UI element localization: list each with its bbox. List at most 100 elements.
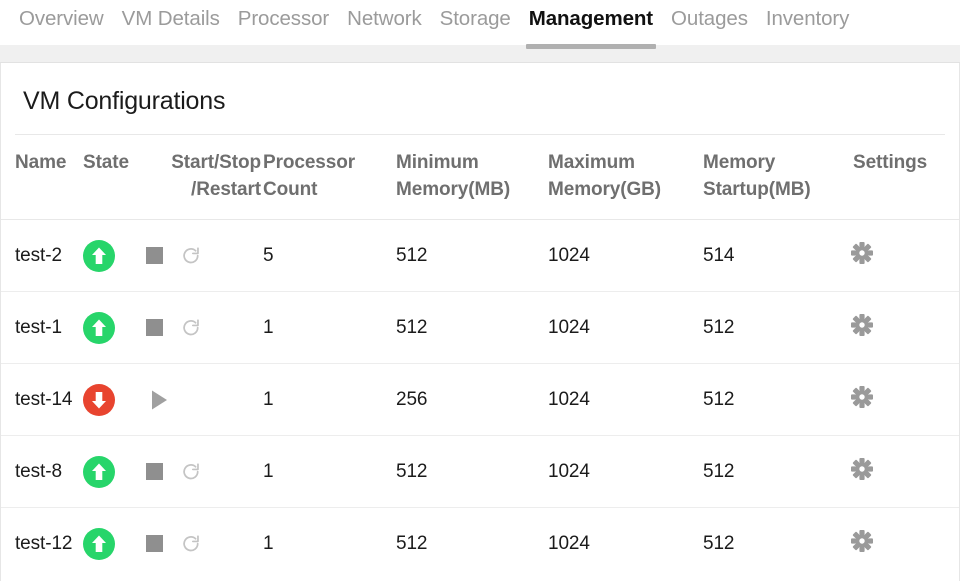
tab-bar-divider — [0, 45, 960, 63]
state-running-icon — [83, 527, 115, 560]
action-button-group — [141, 387, 263, 413]
gear-icon[interactable] — [851, 313, 873, 341]
cell-actions — [141, 291, 263, 364]
cell-settings — [851, 363, 959, 436]
action-button-group — [141, 461, 263, 483]
cell-vm-name: test-2 — [1, 219, 83, 292]
gear-icon[interactable] — [851, 385, 873, 413]
page-title: VM Configurations — [23, 87, 226, 115]
column-header-actions[interactable]: Start/Stop/Restart — [141, 135, 263, 220]
tab-bar: Overview VM Details Processor Network Storag… — [0, 0, 960, 49]
cell-memory-startup: 512 — [703, 291, 851, 364]
stop-square — [146, 463, 163, 480]
tab-storage[interactable]: Storage — [431, 0, 520, 38]
cell-minimum-memory: 256 — [396, 363, 548, 436]
start-icon[interactable] — [146, 387, 172, 413]
cell-maximum-memory: 1024 — [548, 291, 703, 364]
tab-label: Inventory — [765, 7, 850, 30]
cell-actions — [141, 508, 263, 580]
gear-icon[interactable] — [851, 241, 873, 269]
column-header-name[interactable]: Name — [15, 152, 67, 173]
action-button-group — [141, 533, 263, 555]
vm-configurations-table: Name State Start/Stop/Restart Processor … — [1, 135, 959, 580]
tab-processor[interactable]: Processor — [229, 0, 338, 38]
stop-icon[interactable] — [146, 535, 163, 552]
restart-icon[interactable] — [180, 317, 202, 339]
cell-maximum-memory: 1024 — [548, 532, 590, 554]
tab-overview[interactable]: Overview — [10, 0, 113, 38]
tab-inventory[interactable]: Inventory — [757, 0, 858, 38]
tab-label: Overview — [19, 7, 104, 30]
tab-label: Network — [347, 7, 422, 30]
column-header-minimum-memory[interactable]: Minimum Memory(MB) — [396, 152, 511, 200]
cell-actions — [141, 435, 263, 508]
tab-management[interactable]: Management — [520, 0, 662, 49]
column-header-state[interactable]: State — [83, 152, 129, 173]
cell-state — [83, 435, 141, 508]
title-divider — [15, 134, 945, 135]
cell-state — [83, 291, 141, 364]
cell-settings — [851, 508, 959, 580]
column-header-processor-count[interactable]: Processor Count — [263, 152, 356, 200]
state-stopped-icon — [83, 383, 115, 416]
action-button-group — [141, 245, 263, 267]
cell-vm-name: test-1 — [1, 291, 83, 364]
cell-processor-count: 1 — [263, 435, 396, 508]
cell-actions — [141, 363, 263, 436]
state-running-icon — [83, 239, 115, 272]
stop-icon[interactable] — [146, 463, 163, 480]
cell-state — [83, 508, 141, 580]
state-running-icon — [83, 311, 115, 344]
cell-actions — [141, 219, 263, 292]
stop-square — [146, 535, 163, 552]
column-header-maximum-memory[interactable]: Maximum Memory(GB) — [548, 152, 662, 200]
cell-minimum-memory: 512 — [396, 291, 548, 364]
cell-processor-count: 1 — [263, 291, 396, 364]
action-button-group — [141, 317, 263, 339]
cell-minimum-memory: 512 — [396, 435, 548, 508]
cell-minimum-memory: 512 — [396, 532, 428, 554]
cell-settings — [851, 219, 959, 292]
tab-network[interactable]: Network — [338, 0, 430, 38]
cell-processor-count: 1 — [263, 363, 396, 436]
table-row: test-12 1 512 1024 512 — [1, 508, 959, 580]
active-tab-indicator — [525, 44, 657, 49]
cell-processor-count: 5 — [263, 219, 396, 292]
stop-square — [146, 319, 163, 336]
tab-outages[interactable]: Outages — [662, 0, 757, 38]
cell-memory-startup: 512 — [703, 532, 735, 554]
cell-maximum-memory: 1024 — [548, 363, 703, 436]
tab-label: Processor — [237, 7, 330, 30]
restart-icon[interactable] — [180, 245, 202, 267]
stop-icon[interactable] — [146, 319, 163, 336]
cell-maximum-memory: 1024 — [548, 435, 703, 508]
column-header-settings[interactable]: Settings — [853, 152, 928, 173]
cell-settings — [851, 435, 959, 508]
cell-vm-name: test-14 — [1, 363, 83, 436]
gear-icon[interactable] — [851, 457, 873, 485]
cell-processor-count: 1 — [263, 532, 274, 554]
restart-icon[interactable] — [180, 461, 202, 483]
state-running-icon — [83, 455, 115, 488]
cell-settings — [851, 291, 959, 364]
column-header-actions-line2: /Restart — [191, 179, 261, 200]
tab-vm-details[interactable]: VM Details — [113, 0, 229, 38]
cell-vm-name: test-8 — [1, 435, 83, 508]
gear-icon[interactable] — [851, 529, 873, 557]
cell-memory-startup: 512 — [703, 363, 851, 436]
cell-vm-name: test-12 — [15, 532, 73, 554]
stop-icon[interactable] — [146, 247, 163, 264]
table-header-row: Name State Start/Stop/Restart Processor … — [1, 135, 959, 220]
vm-configurations-card: VM Configurations Name State Start/Stop/… — [0, 63, 960, 581]
cell-state — [83, 363, 141, 436]
restart-icon[interactable] — [180, 533, 202, 555]
column-header-memory-startup[interactable]: Memory Startup(MB) — [703, 152, 811, 200]
table-header: Name State Start/Stop/Restart Processor … — [1, 135, 959, 220]
cell-maximum-memory: 1024 — [548, 219, 703, 292]
